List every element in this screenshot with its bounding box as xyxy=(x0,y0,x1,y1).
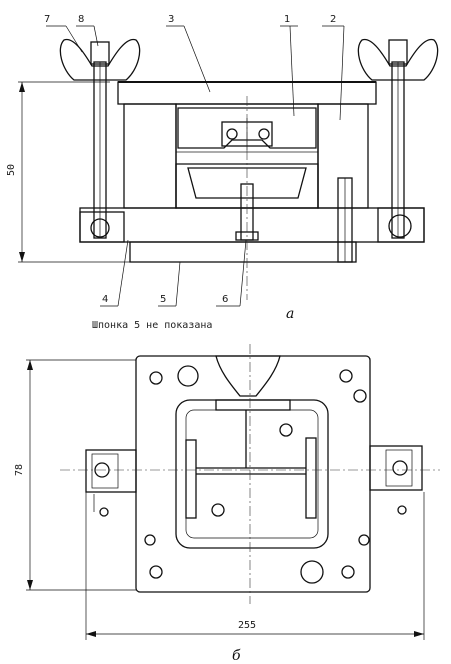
caption-b: б xyxy=(232,648,241,664)
plan-left-nut xyxy=(99,507,109,517)
punch-pin-left xyxy=(226,128,238,140)
callout-1: 1 xyxy=(284,14,290,25)
callout-5-leader xyxy=(175,261,181,307)
plan-left-lug xyxy=(85,449,137,493)
plan-left-lug-inner xyxy=(91,453,119,489)
caption-a: а xyxy=(286,306,294,322)
callout-4-leader xyxy=(117,239,129,307)
callout-3: 3 xyxy=(168,14,174,25)
plan-view-b: 78 255 б xyxy=(14,344,440,664)
plan-hole-5 xyxy=(279,423,293,437)
plan-right-lug xyxy=(369,445,423,491)
dim-255-arrow-left xyxy=(86,631,96,637)
callout-1-leader xyxy=(289,25,295,117)
callout-8: 8 xyxy=(78,14,84,25)
callout-3-leader xyxy=(183,25,211,93)
plan-left-rail xyxy=(185,439,197,519)
right-housing xyxy=(317,103,369,209)
callout-5: 5 xyxy=(160,294,166,305)
plan-right-lug-inner xyxy=(385,449,413,487)
base-strip xyxy=(129,241,357,263)
plan-right-rail xyxy=(305,437,317,519)
plan-hole-7 xyxy=(149,565,163,579)
plan-hole-1 xyxy=(149,371,163,385)
callout-4: 4 xyxy=(102,294,108,305)
callout-7-leader xyxy=(65,25,83,53)
left-eye xyxy=(90,218,110,238)
plan-right-hole xyxy=(392,460,408,476)
callout-6-leader xyxy=(239,239,247,307)
plan-hole-2 xyxy=(177,365,199,387)
dim-50-arrow-top xyxy=(19,82,25,92)
left-wing-nut xyxy=(59,38,141,81)
plan-hole-8 xyxy=(300,560,324,584)
plan-hole-6 xyxy=(211,503,225,517)
right-eye xyxy=(388,214,412,238)
left-bolt-thread xyxy=(90,41,110,65)
plan-hole-3 xyxy=(339,369,353,383)
dim-78-arrow-top xyxy=(27,360,33,370)
dim-255-label: 255 xyxy=(238,620,256,631)
punch-pin-right xyxy=(258,128,270,140)
right-lug xyxy=(377,207,425,243)
callout-2-leader xyxy=(339,25,345,121)
callout-6: 6 xyxy=(222,294,228,305)
dim-50-label: 50 xyxy=(6,164,17,176)
dim-255-arrow-right xyxy=(414,631,424,637)
plan-hole-10 xyxy=(144,534,156,546)
right-wing-nut xyxy=(357,38,439,81)
dim-78-label: 78 xyxy=(14,464,25,476)
note-key-not-shown: Шпонка 5 не показана xyxy=(92,320,212,331)
dim-50-arrow-bottom xyxy=(19,252,25,262)
callout-2: 2 xyxy=(330,14,336,25)
dim-78-arrow-bottom xyxy=(27,580,33,590)
plan-top-notch xyxy=(215,355,281,397)
base-plate xyxy=(79,207,425,243)
plan-hole-9 xyxy=(341,565,355,579)
plan-hole-11 xyxy=(358,534,370,546)
plan-right-nut xyxy=(397,505,407,515)
callout-7: 7 xyxy=(44,14,50,25)
right-bolt-thread xyxy=(388,39,408,65)
left-housing xyxy=(123,103,177,209)
plan-hole-4 xyxy=(353,389,367,403)
callout-8-leader xyxy=(93,25,99,47)
left-lug xyxy=(79,211,125,243)
plan-slot xyxy=(215,399,291,411)
upper-punch xyxy=(177,107,317,149)
section-view-a: 50 7 8 3 1 2 4 5 6 Шпонка 5 не показана … xyxy=(6,14,439,331)
lower-die-insert xyxy=(187,167,307,199)
